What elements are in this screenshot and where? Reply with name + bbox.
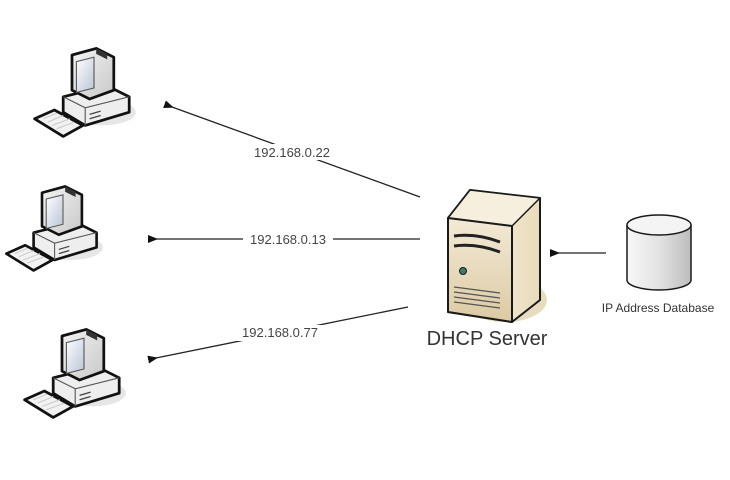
desktop-computer-icon (23, 328, 128, 419)
ip-address-database: IP Address Database (602, 214, 715, 315)
desktop-computer-icon (33, 47, 138, 138)
database-cylinder-icon (626, 214, 692, 291)
ip-label: 192.168.0.77 (242, 325, 318, 340)
edge-server-client-1: 192.168.0.22 (163, 100, 421, 198)
client-computer-3 (23, 328, 128, 419)
dhcp-server: DHCP Server (427, 189, 548, 350)
edge-server-client-2: 192.168.0.13 (148, 231, 420, 247)
database-label: IP Address Database (602, 301, 715, 315)
edge-server-client-3: 192.168.0.77 (147, 306, 409, 364)
server-label: DHCP Server (427, 328, 548, 350)
desktop-computer-icon (4, 185, 105, 272)
client-computer-1 (33, 47, 138, 138)
ip-label: 192.168.0.22 (254, 145, 330, 160)
ip-label: 192.168.0.13 (250, 232, 326, 247)
client-computer-2 (4, 185, 105, 272)
server-tower-icon (447, 189, 547, 323)
